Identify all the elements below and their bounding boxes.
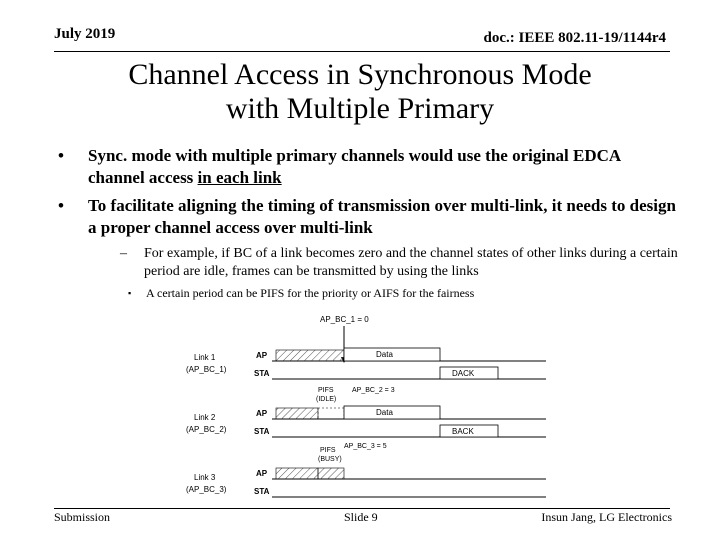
- pifs-label: PIFS: [320, 447, 336, 454]
- link-bc: (AP_BC_2): [186, 425, 227, 434]
- link-name: Link 2: [194, 413, 216, 422]
- bc-note-label: AP_BC_2 = 3: [352, 387, 395, 394]
- ack-block: [439, 366, 499, 380]
- backoff-block: [275, 467, 319, 480]
- bullet-item: • To facilitate aligning the timing of t…: [58, 195, 678, 239]
- sub-bullet-text: For example, if BC of a link becomes zer…: [144, 246, 678, 279]
- top-bc-label: AP_BC_1 = 0: [320, 315, 369, 324]
- bullet-underlined-text: in each link: [197, 168, 282, 187]
- footer-slide-number: Slide 9: [344, 510, 378, 524]
- bullet-text: Sync. mode with multiple primary channel…: [88, 146, 621, 187]
- sub-sub-bullet-item: ▪ A certain period can be PIFS for the p…: [128, 285, 606, 301]
- title-line-1: Channel Access in Synchronous Mode: [128, 58, 592, 91]
- data-block: [343, 347, 441, 362]
- channel-state-label: (BUSY): [318, 456, 342, 463]
- ack-block: [439, 424, 499, 438]
- bullet-item: • Sync. mode with multiple primary chann…: [58, 145, 678, 189]
- data-label: Data: [376, 350, 393, 359]
- bullet-dot-icon: •: [58, 196, 64, 215]
- bullet-list: • Sync. mode with multiple primary chann…: [58, 145, 678, 301]
- bc-note-label: AP_BC_3 = 5: [344, 443, 387, 450]
- sta-label: STA: [254, 487, 270, 496]
- ack-label: BACK: [452, 427, 474, 436]
- data-block: [343, 405, 441, 420]
- pifs-window: [317, 407, 345, 420]
- sta-label: STA: [254, 369, 270, 378]
- busy-block: [317, 467, 345, 480]
- dash-icon: –: [120, 246, 127, 261]
- sub-sub-bullet-text: A certain period can be PIFS for the pri…: [146, 286, 475, 300]
- bullet-dot-icon: •: [58, 146, 64, 165]
- backoff-block: [275, 407, 319, 420]
- footer-divider: [54, 508, 670, 509]
- footer-author: Insun Jang, LG Electronics: [541, 510, 672, 524]
- sub-bullet-item: – For example, if BC of a link becomes z…: [120, 245, 678, 281]
- link-name: Link 3: [194, 473, 216, 482]
- slide-title: Channel Access in Synchronous Mode with …: [60, 58, 660, 126]
- sta-label: STA: [254, 427, 270, 436]
- footer-submission: Submission: [54, 510, 111, 524]
- ap-label: AP: [256, 351, 268, 360]
- header-doc-id: doc.: IEEE 802.11-19/1144r4: [483, 30, 666, 46]
- pifs-label: PIFS: [318, 387, 334, 394]
- square-bullet-icon: ▪: [128, 288, 132, 298]
- link-bc: (AP_BC_3): [186, 485, 227, 494]
- header-date: July 2019: [54, 26, 116, 42]
- ap-label: AP: [256, 409, 268, 418]
- header-divider: [54, 51, 670, 52]
- channel-state-label: (IDLE): [316, 396, 336, 403]
- ap-label: AP: [256, 469, 268, 478]
- backoff-block: [275, 349, 345, 362]
- link-name: Link 1: [194, 353, 216, 362]
- title-line-2: with Multiple Primary: [225, 92, 495, 125]
- link-bc: (AP_BC_1): [186, 365, 227, 374]
- data-label: Data: [376, 408, 393, 417]
- multi-link-timing-diagram: AP_BC_1 = 0 Link 1 (AP_BC_1) AP STA Data…: [186, 315, 546, 498]
- bullet-text: To facilitate aligning the timing of tra…: [88, 196, 676, 237]
- ack-label: DACK: [452, 369, 475, 378]
